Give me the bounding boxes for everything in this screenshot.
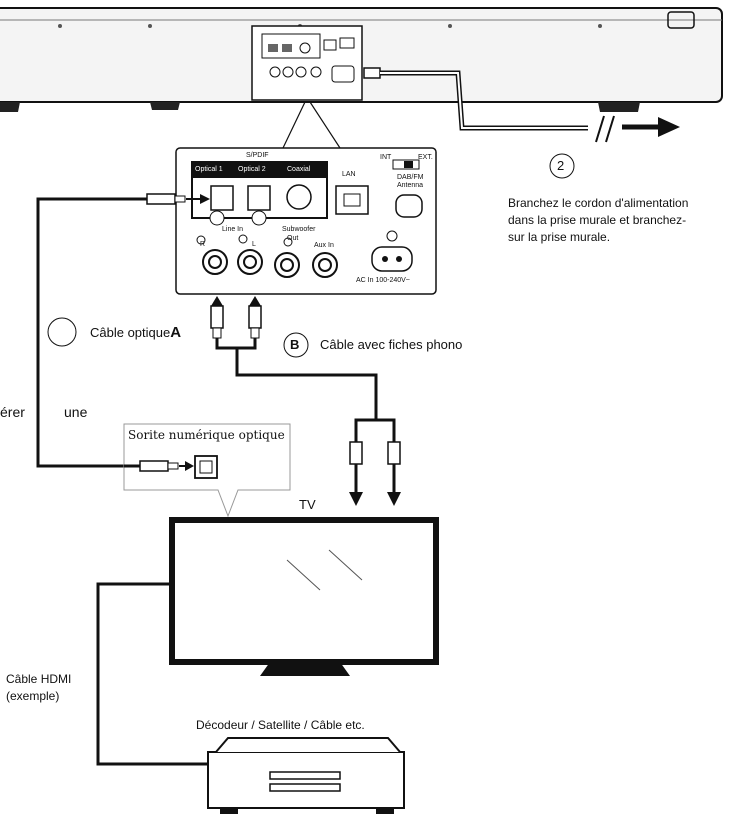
tv-optical-port	[194, 455, 218, 479]
antenna-label-1: DAB/FM	[397, 174, 424, 181]
power-cord	[363, 67, 680, 143]
hdmi-label-1: Câble HDMI	[6, 672, 72, 686]
ext-label: EXT.	[418, 154, 433, 161]
line-in-label: Line In	[222, 226, 244, 233]
decoder-box	[207, 737, 405, 814]
optical-out-callout	[123, 423, 291, 518]
cable-b-badge-circle	[283, 332, 309, 358]
ac-in-label: AC In 100-240V~	[356, 277, 410, 284]
arrow-right-icon	[658, 117, 680, 137]
connection-panel	[175, 147, 437, 295]
lan-port	[335, 185, 369, 215]
subwoofer-label-1: Subwoofer	[282, 226, 316, 233]
line-in-l-port	[237, 249, 263, 275]
left-fragment-1: érer	[0, 404, 25, 420]
step2-text-1: Branchez le cordon d'alimentation	[508, 196, 689, 210]
antenna-port	[395, 194, 423, 218]
antenna-label-2: Antenna	[397, 182, 424, 189]
step2-badge-circle	[549, 153, 575, 179]
optical1-port	[210, 185, 234, 211]
step2-badge: 2	[557, 158, 565, 173]
soundbar-button-icon	[667, 11, 695, 29]
step2-text-3: sur la prise murale.	[508, 230, 611, 244]
step2-text-2: dans la prise murale et branchez-	[508, 213, 687, 227]
optical1-label: Optical 1	[195, 166, 223, 173]
cable-a-badge-icon	[47, 317, 77, 347]
tv	[169, 517, 439, 676]
left-fragment-2: une	[64, 404, 88, 420]
soundbar	[0, 7, 723, 112]
lan-label: LAN	[342, 171, 356, 178]
arrow-down-icon	[387, 492, 401, 506]
cable-a-label: Câble optiqueA	[90, 324, 182, 341]
optical2-label: Optical 2	[238, 166, 266, 173]
aux-in-label: Aux In	[314, 242, 334, 249]
tv-label: TV	[299, 497, 316, 512]
int-label: INT	[380, 154, 392, 161]
coaxial-label: Coaxial	[287, 166, 311, 173]
cable-b-label: Câble avec fiches phono	[320, 337, 463, 352]
phono-cable	[210, 296, 401, 506]
ac-in-port	[371, 246, 413, 272]
soundbar-rear-panel	[251, 25, 363, 101]
optical-out-label: Sorite numérique optique	[128, 428, 285, 442]
line-in-r-port	[202, 249, 228, 275]
coaxial-port	[286, 184, 312, 210]
spdif-label: S/PDIF	[246, 152, 269, 159]
decoder-label: Décodeur / Satellite / Câble etc.	[196, 718, 365, 732]
line-in-l-label: L	[252, 241, 256, 248]
subwoofer-port	[274, 252, 300, 278]
subwoofer-label-2: Out	[287, 235, 299, 242]
cable-b-badge: B	[290, 337, 300, 352]
line-in-r-label: R	[200, 241, 206, 248]
arrow-down-icon	[349, 492, 363, 506]
aux-in-port	[312, 252, 338, 278]
hdmi-cable	[96, 582, 208, 766]
hdmi-label-2: (exemple)	[6, 689, 60, 703]
optical2-port	[247, 185, 271, 211]
